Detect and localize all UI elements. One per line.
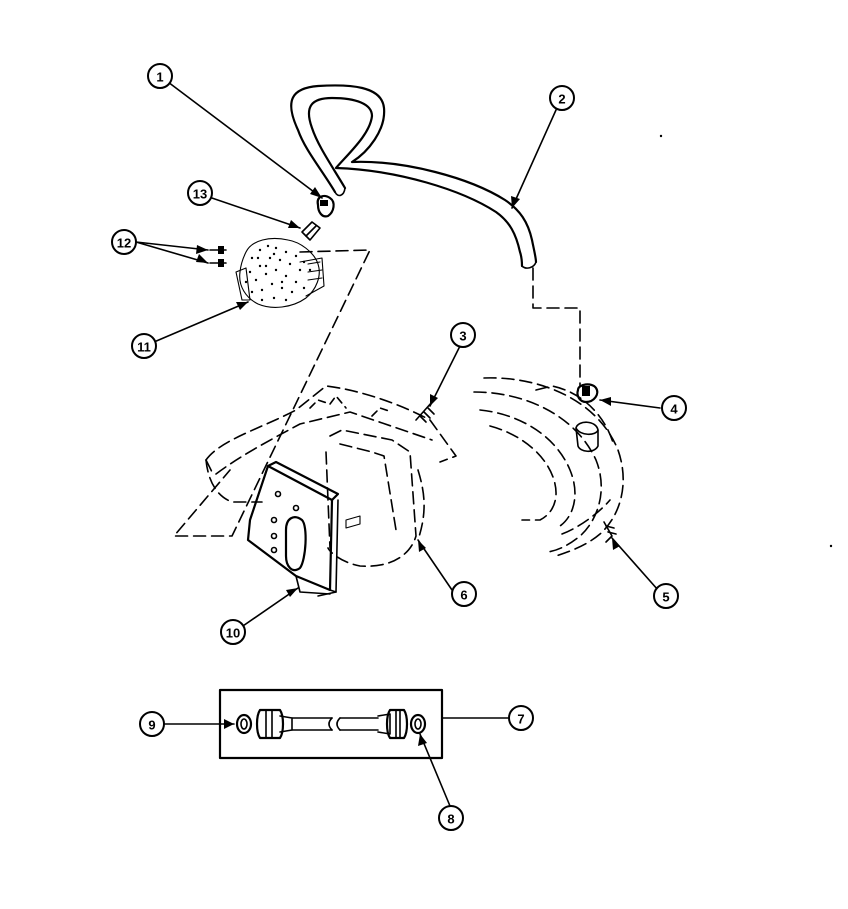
tub-inlet <box>575 421 599 453</box>
callout-10: 10 <box>220 619 246 645</box>
callout-5: 5 <box>653 583 679 609</box>
callout-9-label: 9 <box>148 718 155 733</box>
tub-clip <box>603 521 617 543</box>
tub-assembly <box>473 377 624 557</box>
callout-8-label: 8 <box>447 812 454 827</box>
callout-7: 7 <box>508 705 534 731</box>
callout-2-label: 2 <box>558 92 565 107</box>
mounting-plate[interactable] <box>246 460 340 597</box>
leader-arrowheads <box>196 187 620 746</box>
callout-2: 2 <box>549 85 575 111</box>
callout-4: 4 <box>661 395 687 421</box>
inlet-hose-kit[interactable] <box>218 688 444 760</box>
callout-4-label: 4 <box>670 402 678 417</box>
scan-speck <box>659 134 663 138</box>
callout-8: 8 <box>438 805 464 831</box>
fitting-connector <box>301 221 321 241</box>
mounting-bracket <box>325 429 425 567</box>
valve-screws <box>209 246 227 267</box>
callout-6-label: 6 <box>460 588 467 603</box>
callout-12-label: 12 <box>117 236 131 251</box>
callout-11: 11 <box>131 333 157 359</box>
callout-11-label: 11 <box>137 340 151 355</box>
scan-speck <box>829 544 833 548</box>
callout-5-label: 5 <box>662 590 669 605</box>
tub-clamp <box>576 383 599 404</box>
callout-12: 12 <box>111 229 137 255</box>
callout-1-label: 1 <box>156 70 163 85</box>
callout-13: 13 <box>187 180 213 206</box>
cabinet-frame <box>205 385 457 503</box>
assembly-guide-lines <box>173 249 581 537</box>
callout-6: 6 <box>451 581 477 607</box>
callout-9: 9 <box>139 711 165 737</box>
callout-1: 1 <box>147 63 173 89</box>
water-valve <box>235 237 325 308</box>
frame-screw <box>415 401 435 423</box>
callout-3-label: 3 <box>459 329 466 344</box>
callout-13-label: 13 <box>193 187 207 202</box>
callout-3: 3 <box>450 322 476 348</box>
hose-clamp-upper <box>316 194 335 218</box>
fill-hose <box>290 84 538 269</box>
callout-7-label: 7 <box>517 712 524 727</box>
callout-10-label: 10 <box>226 626 240 641</box>
